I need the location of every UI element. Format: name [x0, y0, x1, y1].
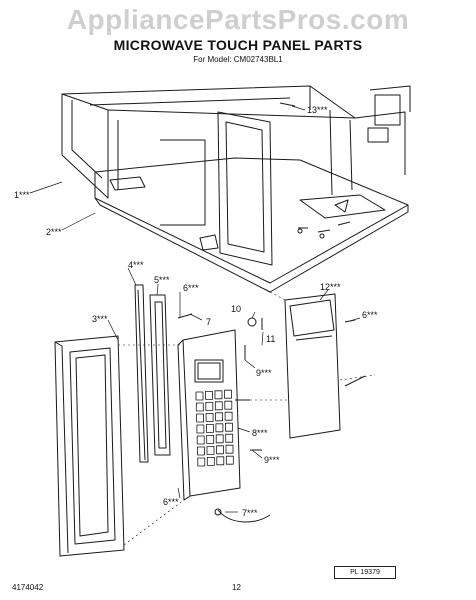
base-plate — [94, 157, 409, 293]
keypad-key — [225, 444, 234, 454]
keypad-key — [224, 389, 232, 399]
callout-6-bottom: 6*** — [163, 497, 179, 507]
panel-frame-part — [149, 294, 171, 456]
keypad-key — [224, 400, 233, 410]
callout-3: 3*** — [92, 314, 108, 324]
keypad-key — [205, 412, 214, 422]
callout-6-top: 6*** — [183, 283, 199, 293]
page-title: MICROWAVE TOUCH PANEL PARTS — [113, 37, 363, 53]
callout-9-bottom: 9*** — [264, 455, 280, 465]
top-screw — [279, 102, 296, 107]
door-frame-part — [54, 335, 125, 557]
keypad-key — [205, 390, 213, 400]
keypad-key — [196, 435, 205, 445]
watermark: AppliancePartsPros.com — [66, 4, 410, 35]
callout-11: 11 — [266, 334, 275, 344]
plate-reference: PL 19379 — [334, 566, 396, 579]
keypad-key — [225, 433, 234, 443]
page-number: 12 — [232, 583, 241, 592]
callout-5: 5*** — [154, 275, 170, 285]
callout-2: 2*** — [46, 227, 62, 237]
control-board — [284, 293, 341, 439]
keypad-key — [197, 446, 205, 456]
callout-7-top: 7 — [206, 317, 211, 327]
keypad-key — [206, 456, 215, 466]
callout-6-right: 6*** — [362, 310, 378, 320]
keypad-key — [196, 413, 205, 423]
callout-12: 12*** — [320, 282, 341, 292]
keypad-key — [205, 401, 214, 411]
keypad-key — [206, 434, 215, 444]
document-number: 4174042 — [12, 583, 44, 592]
callout-4: 4*** — [128, 260, 144, 270]
assembly-dashed-lines — [118, 291, 376, 546]
keypad-key — [195, 402, 204, 412]
keypad-key — [225, 455, 234, 465]
callout-9-top: 9*** — [256, 368, 272, 378]
keypad-key — [214, 401, 223, 411]
keypad-key — [224, 422, 233, 432]
leader-lines — [29, 105, 361, 513]
keypad-key — [224, 411, 233, 421]
keypad-key — [205, 423, 214, 433]
callout-8: 8*** — [252, 428, 268, 438]
keypad-key — [216, 445, 224, 455]
touch-control-panel — [177, 329, 241, 501]
gasket-strip-part — [134, 284, 149, 463]
cabinet-chassis — [61, 85, 411, 266]
keypad-key — [206, 445, 215, 455]
keypad-key — [197, 457, 206, 467]
keypad-key — [215, 434, 224, 444]
keypad-key — [215, 423, 224, 433]
callout-labels: 1*** 2*** 3*** 4*** 5*** 6*** 7 10 11 9*… — [14, 105, 378, 518]
keypad-key — [196, 424, 205, 434]
callout-1: 1*** — [14, 190, 30, 200]
keypad-key — [216, 456, 225, 466]
callout-7-bottom: 7*** — [242, 508, 258, 518]
callout-10: 10 — [231, 304, 241, 314]
keypad-key — [195, 391, 204, 401]
callout-13: 13*** — [307, 105, 328, 115]
keypad-grid — [195, 389, 234, 467]
keypad-key — [215, 412, 224, 422]
model-subtitle: For Model: CM02743BL1 — [193, 55, 283, 64]
keypad-key — [214, 390, 223, 400]
